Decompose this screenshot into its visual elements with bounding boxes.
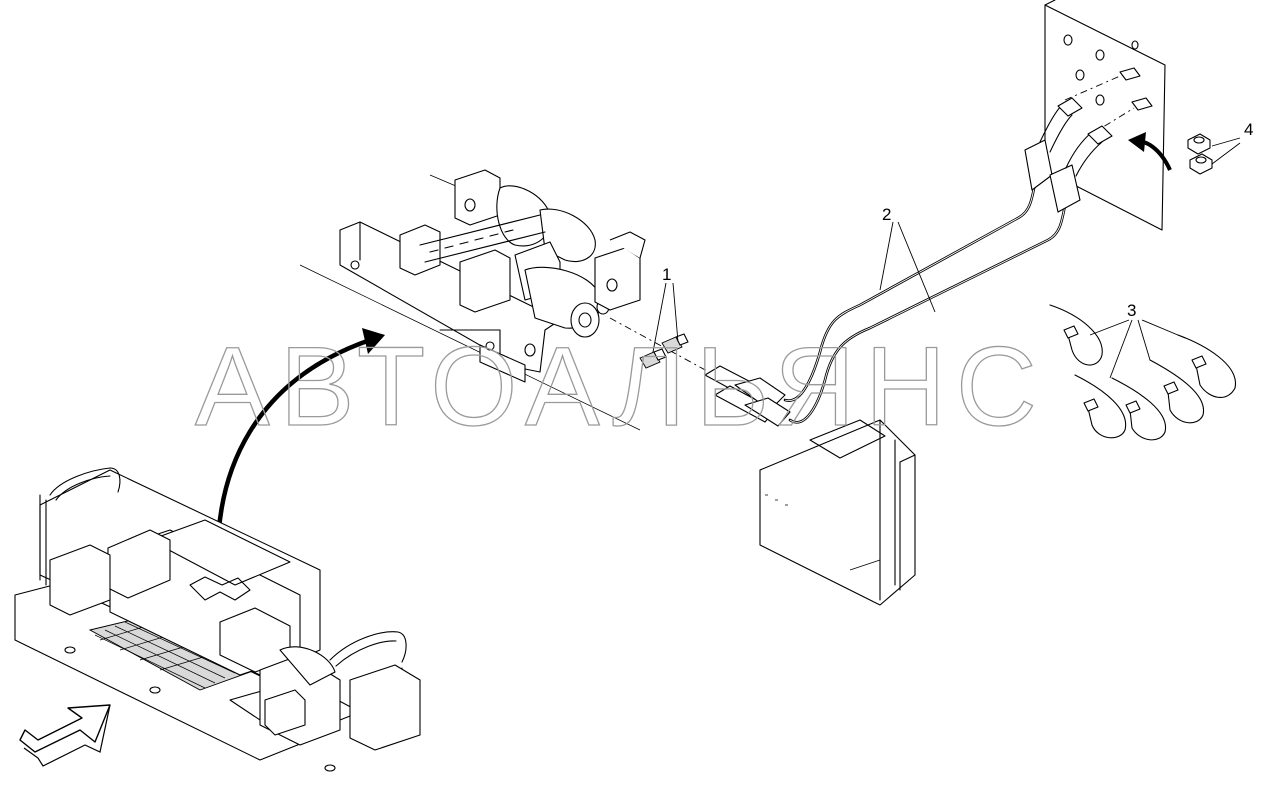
curved-arrow-small-icon <box>1128 132 1172 171</box>
callout-3: 3 <box>1127 301 1136 320</box>
arrow-outline-icon <box>19 704 111 767</box>
drive-assembly <box>299 169 721 431</box>
pump-mount-plate <box>1044 0 1166 231</box>
cable-ties <box>1049 304 1236 441</box>
callout-leaders <box>652 137 1241 379</box>
protective-caps <box>1187 133 1213 175</box>
watermark-text: АВТОАЛЬЯНС <box>195 324 1047 449</box>
hydraulic-hoses <box>704 97 1113 427</box>
fitting-pair <box>639 333 689 369</box>
frame-bracket <box>759 419 916 606</box>
callout-1: 1 <box>662 265 671 284</box>
machine-overview <box>14 467 421 772</box>
callout-4: 4 <box>1244 120 1253 139</box>
callout-2: 2 <box>882 205 891 224</box>
